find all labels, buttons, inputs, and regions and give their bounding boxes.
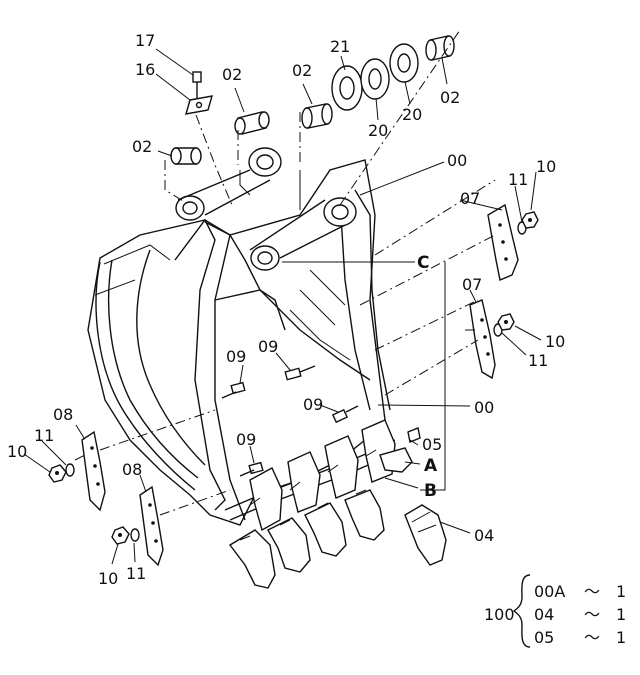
bushing-02-c [301,103,333,129]
callout-02: 02 [222,65,242,84]
legend-row-qty: 1 [616,582,626,601]
callout-17: 17 [135,31,155,50]
nut-washer-upper-left [48,463,75,483]
assembly-legend: 100 00A ～ 1 04 ～ 1 05 ～ 1 [484,574,626,648]
callout-11: 11 [34,426,54,445]
callout-labels: 17 16 02 02 21 20 20 02 02 00 07 11 10 C… [7,31,565,588]
bolt-09-d [239,461,264,477]
callout-09: 09 [258,337,278,356]
left-cutter-dash-lines [74,409,231,516]
nut-washer-upper-right [517,211,539,235]
legend-row-sep: ～ [584,628,600,647]
leader-lines [23,48,542,565]
callout-10: 10 [545,332,565,351]
callout-b: B [424,481,437,501]
bolt-09-a [221,381,246,399]
callout-11: 11 [528,351,548,370]
callout-02: 02 [132,137,152,156]
bolt-09-c [331,405,359,424]
legend-row-sep: ～ [584,582,600,601]
side-cutter-08-lower [139,485,164,567]
callout-05: 05 [422,435,442,454]
callout-10: 10 [536,157,556,176]
callout-11: 11 [126,564,146,583]
legend-row-qty: 1 [616,605,626,624]
callout-16: 16 [135,60,155,79]
callout-21: 21 [330,37,350,56]
callout-c: C [417,253,429,273]
callout-11: 11 [508,170,528,189]
callout-07: 07 [462,275,482,294]
callout-04: 04 [474,526,494,545]
legend-row-sep: ～ [584,605,600,624]
callout-07: 07 [460,189,480,208]
nut-washer-lower-right [493,313,515,337]
callout-20: 20 [402,105,422,124]
callout-09: 09 [236,430,256,449]
legend-row-part: 00A [534,582,565,601]
legend-row-part: 04 [534,605,554,624]
side-cutter-07-upper [487,203,519,281]
callout-09: 09 [226,347,246,366]
callout-02: 02 [440,88,460,107]
bolt-17-washer-16 [185,71,213,115]
callout-00: 00 [447,151,467,170]
legend-row-qty: 1 [616,628,626,647]
shim-20-a [360,58,390,100]
side-cutter-07-lower [469,299,496,380]
legend-assembly-number: 100 [484,605,515,624]
callout-20: 20 [368,121,388,140]
bolt-09-b [284,365,316,381]
tooth-04 [404,504,447,566]
callout-08: 08 [53,405,73,424]
right-cutter-dash-lines [359,179,496,396]
callout-00: 00 [474,398,494,417]
pin-bosses [175,147,357,271]
callout-10: 10 [7,442,27,461]
callout-a: A [424,456,438,476]
legend-row-part: 05 [534,628,554,647]
bushing-02-a [170,147,202,165]
adapter-05 [379,427,421,473]
top-centerlines [164,29,461,206]
bushing-02-b [234,111,270,135]
shim-20-b [389,43,419,83]
shim-21 [331,65,363,111]
bucket-teeth [228,419,396,589]
callout-09: 09 [303,395,323,414]
callout-08: 08 [122,460,142,479]
callout-02: 02 [292,61,312,80]
side-cutter-08-upper [81,430,106,512]
nut-washer-lower-left [111,526,140,545]
bushing-02-d [425,35,455,61]
callout-10: 10 [98,569,118,588]
